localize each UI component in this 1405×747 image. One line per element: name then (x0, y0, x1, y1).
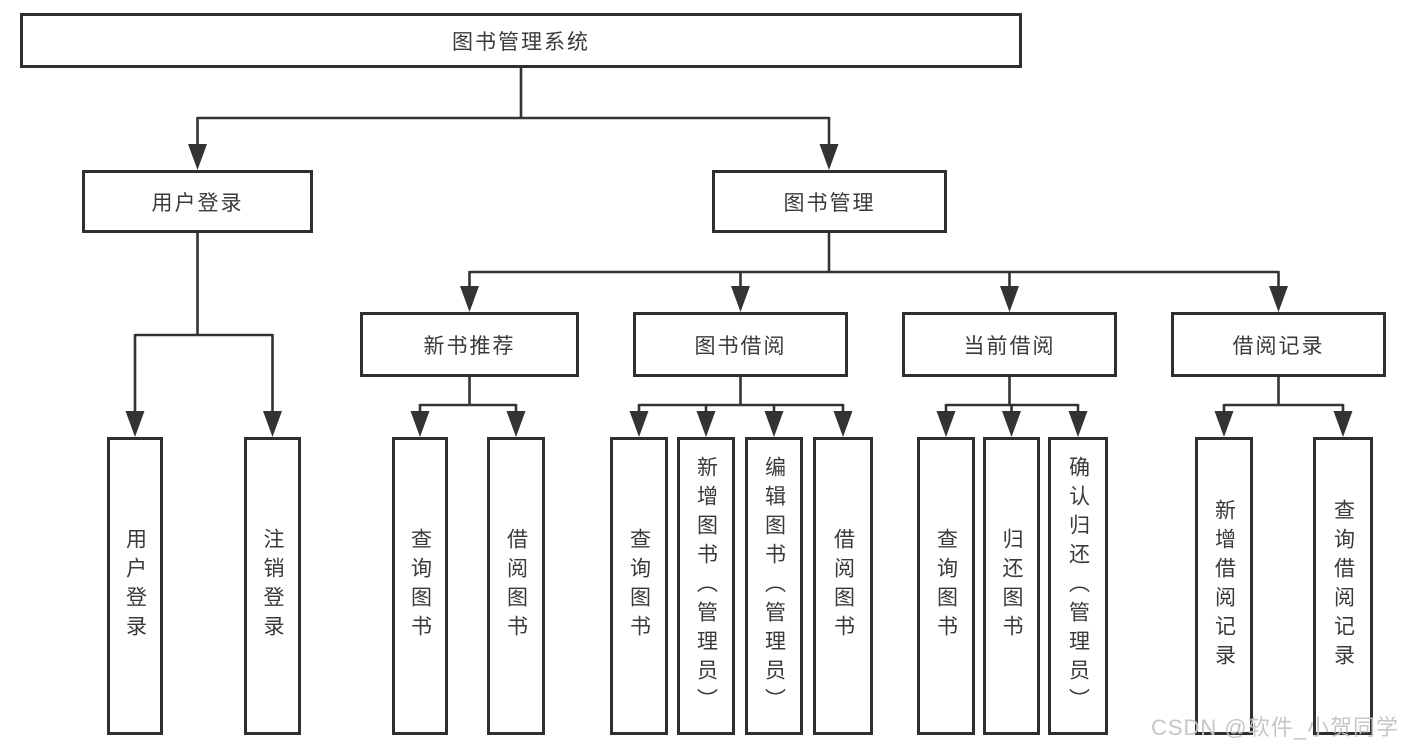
leaf-borrow-query-books: 查询图书 (610, 437, 668, 735)
leaf-current-confirm-return-admin-label: 确认归还（管理员） (1066, 455, 1090, 717)
root-node-library-system: 图书管理系统 (20, 13, 1022, 68)
leaf-borrow-query-books-label: 查询图书 (627, 528, 651, 644)
leaf-records-query-record-label: 查询借阅记录 (1331, 499, 1355, 673)
leaf-logout-label: 注销登录 (261, 528, 284, 644)
leaf-borrow-edit-books-admin-label: 编辑图书（管理员） (762, 455, 786, 717)
leaf-borrow-edit-books-admin: 编辑图书（管理员） (745, 437, 803, 735)
leaf-borrow-add-books-admin: 新增图书（管理员） (677, 437, 735, 735)
leaf-records-query-record: 查询借阅记录 (1313, 437, 1373, 735)
leaf-recommend-query-books: 查询图书 (392, 437, 448, 735)
leaf-current-return-books-label: 归还图书 (1000, 528, 1023, 644)
module-new-book-recommend: 新书推荐 (360, 312, 579, 377)
leaf-borrow-borrow-books-label: 借阅图书 (831, 528, 855, 644)
module-book-borrow: 图书借阅 (633, 312, 848, 377)
leaf-records-add-record-label: 新增借阅记录 (1212, 499, 1236, 673)
module-borrow-records: 借阅记录 (1171, 312, 1386, 377)
leaf-recommend-borrow-books-label: 借阅图书 (504, 528, 528, 644)
leaf-current-confirm-return-admin: 确认归还（管理员） (1048, 437, 1108, 735)
leaf-borrow-add-books-admin-label: 新增图书（管理员） (694, 455, 718, 717)
leaf-recommend-borrow-books: 借阅图书 (487, 437, 545, 735)
leaf-records-add-record: 新增借阅记录 (1195, 437, 1253, 735)
leaf-current-query-books: 查询图书 (917, 437, 975, 735)
leaf-borrow-borrow-books: 借阅图书 (813, 437, 873, 735)
leaf-recommend-query-books-label: 查询图书 (408, 528, 432, 644)
leaf-current-return-books: 归还图书 (983, 437, 1040, 735)
node-user-login: 用户登录 (82, 170, 313, 233)
module-current-borrow: 当前借阅 (902, 312, 1117, 377)
leaf-logout: 注销登录 (244, 437, 301, 735)
leaf-user-login: 用户登录 (107, 437, 163, 735)
csdn-watermark: CSDN @软件_小贺同学 (1150, 715, 1399, 740)
node-book-management: 图书管理 (712, 170, 947, 233)
leaf-user-login-label: 用户登录 (123, 528, 147, 644)
leaf-current-query-books-label: 查询图书 (934, 528, 958, 644)
